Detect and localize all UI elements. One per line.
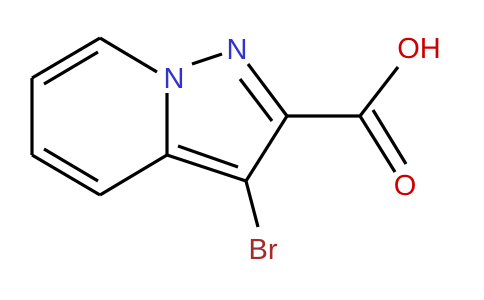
bond-n-c2 — [246, 63, 289, 117]
bond-carboxyl-oh — [358, 66, 400, 117]
atom-bromine: Br — [249, 234, 278, 266]
bond-n-c2-inner — [238, 78, 274, 122]
bond-c10-c11 — [99, 153, 168, 197]
bond-c9-c10-inner — [43, 147, 99, 183]
bond-c9-c10 — [31, 153, 101, 197]
bond-c3-c11 — [166, 153, 247, 183]
bond-c2-c3 — [244, 115, 289, 182]
bond-c3-c11-inner — [177, 144, 239, 169]
bond-n-bridge-c7 — [99, 36, 158, 74]
bond-c7-c8-inner — [43, 50, 99, 86]
bond-carboxyl-o-1 — [358, 115, 397, 173]
atom-carbonyl-oxygen: O — [394, 170, 417, 202]
bond-c3-br — [244, 180, 260, 228]
bond-n-n — [191, 52, 223, 66]
atom-hydroxyl: OH — [397, 33, 441, 65]
bond-carboxyl-o-2 — [371, 109, 408, 165]
atom-n-bridge: N — [164, 63, 185, 95]
atom-n-pyrazole: N — [227, 34, 248, 66]
bond-c7-c8 — [31, 36, 101, 80]
